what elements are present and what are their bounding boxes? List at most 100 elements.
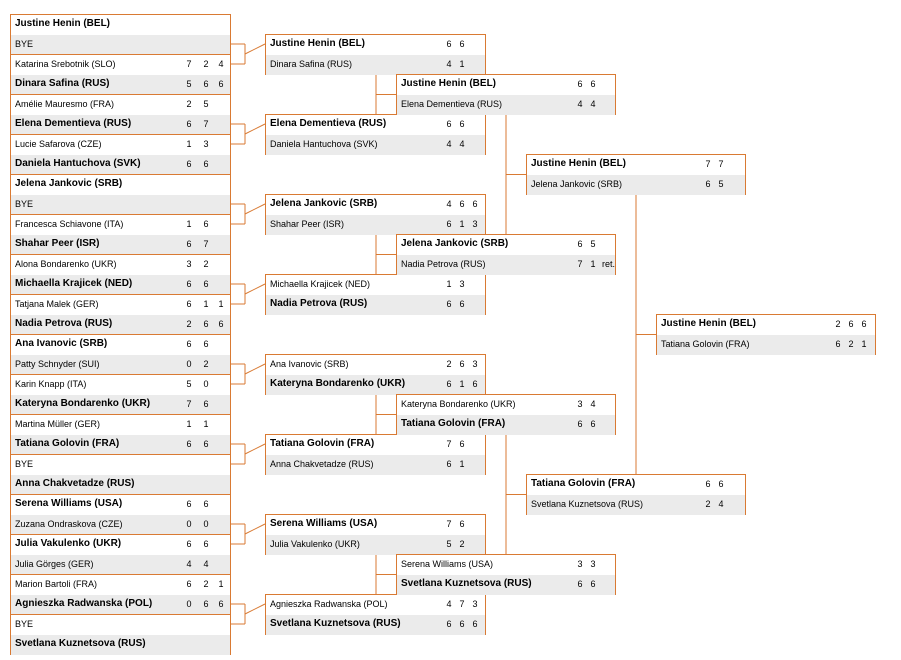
player-name: Marion Bartoli (FRA) — [15, 579, 98, 589]
player-row: BYE — [11, 35, 230, 55]
set-score: 6 — [446, 39, 452, 49]
player-name: Nadia Petrova (RUS) — [401, 259, 486, 269]
set-score: 2 — [203, 59, 209, 69]
player-name: Julia Görges (GER) — [15, 559, 94, 569]
set-score: 7 — [718, 159, 724, 169]
set-score: 6 — [459, 619, 465, 629]
set-score: 6 — [203, 539, 209, 549]
set-score: 6 — [186, 439, 192, 449]
set-score: 6 — [203, 499, 209, 509]
set-score: 4 — [446, 599, 452, 609]
set-score: 4 — [577, 99, 583, 109]
set-score: 2 — [186, 99, 192, 109]
set-score: 6 — [577, 579, 583, 589]
match-box-r1-1: Justine Henin (BEL)BYE — [10, 14, 231, 55]
set-score: 6 — [203, 599, 209, 609]
player-name: Serena Williams (USA) — [15, 498, 123, 509]
set-score: 0 — [186, 599, 192, 609]
player-name: Michaella Krajicek (NED) — [15, 278, 133, 289]
set-score: 6 — [590, 579, 596, 589]
player-name: Jelena Jankovic (SRB) — [270, 198, 378, 209]
player-name: Nadia Petrova (RUS) — [270, 298, 368, 309]
set-score: 1 — [203, 299, 209, 309]
set-score: 1 — [186, 419, 192, 429]
set-score: 4 — [186, 559, 192, 569]
player-name: Zuzana Ondraskova (CZE) — [15, 519, 123, 529]
set-score: 6 — [472, 619, 478, 629]
set-score: 6 — [861, 319, 867, 329]
player-name: Elena Dementieva (RUS) — [401, 99, 503, 109]
player-name: Francesca Schiavone (ITA) — [15, 219, 124, 229]
set-score: 6 — [446, 119, 452, 129]
player-row: Jelena Jankovic (SRB) — [11, 175, 230, 195]
player-name: Shahar Peer (ISR) — [15, 238, 100, 249]
player-name: Alona Bondarenko (UKR) — [15, 259, 117, 269]
player-row: BYE — [11, 195, 230, 215]
set-score: 2 — [203, 579, 209, 589]
player-row: BYE — [11, 615, 230, 635]
player-name: Katarina Srebotnik (SLO) — [15, 59, 116, 69]
player-name: Lucie Safarova (CZE) — [15, 139, 102, 149]
set-score: 6 — [218, 319, 224, 329]
player-name: Elena Dementieva (RUS) — [270, 118, 387, 129]
player-name: Tatiana Golovin (FRA) — [661, 339, 750, 349]
player-name: Kateryna Bondarenko (UKR) — [270, 378, 406, 389]
player-row: Svetlana Kuznetsova (RUS) — [11, 635, 230, 655]
set-score: 6 — [718, 479, 724, 489]
set-score: 6 — [186, 279, 192, 289]
player-name: Daniela Hantuchova (SVK) — [270, 139, 378, 149]
player-name: Ana Ivanovic (SRB) — [15, 338, 108, 349]
player-name: Anna Chakvetadze (RUS) — [15, 478, 135, 489]
player-name: Tatiana Golovin (FRA) — [270, 438, 375, 449]
match-box-r1-5: Jelena Jankovic (SRB) BYE — [10, 174, 231, 215]
player-name: Svetlana Kuznetsova (RUS) — [15, 638, 146, 649]
player-name: Tatiana Golovin (FRA) — [401, 418, 506, 429]
set-score: 2 — [459, 539, 465, 549]
player-name: Agnieszka Radwanska (POL) — [270, 599, 388, 609]
set-score: 6 — [218, 79, 224, 89]
player-name: Dinara Safina (RUS) — [270, 59, 353, 69]
set-score: 6 — [590, 79, 596, 89]
set-score: 5 — [590, 239, 596, 249]
player-name: Julia Vakulenko (UKR) — [270, 539, 360, 549]
set-score: 6 — [186, 119, 192, 129]
set-score: 7 — [459, 599, 465, 609]
set-score: 1 — [861, 339, 867, 349]
player-name: Michaella Krajicek (NED) — [270, 279, 371, 289]
set-score: 3 — [459, 279, 465, 289]
set-score: 5 — [718, 179, 724, 189]
set-score: 7 — [446, 439, 452, 449]
player-name: Martina Müller (GER) — [15, 419, 101, 429]
set-score: 5 — [446, 539, 452, 549]
set-score: 6 — [459, 39, 465, 49]
set-score: 6 — [848, 319, 854, 329]
set-score: 3 — [186, 259, 192, 269]
set-score: 6 — [186, 299, 192, 309]
set-score: 6 — [446, 379, 452, 389]
set-score: 1 — [590, 259, 596, 269]
set-score: 6 — [459, 519, 465, 529]
connector — [244, 123, 266, 135]
player-name: Kateryna Bondarenko (UKR) — [15, 398, 151, 409]
player-name: BYE — [15, 199, 34, 209]
